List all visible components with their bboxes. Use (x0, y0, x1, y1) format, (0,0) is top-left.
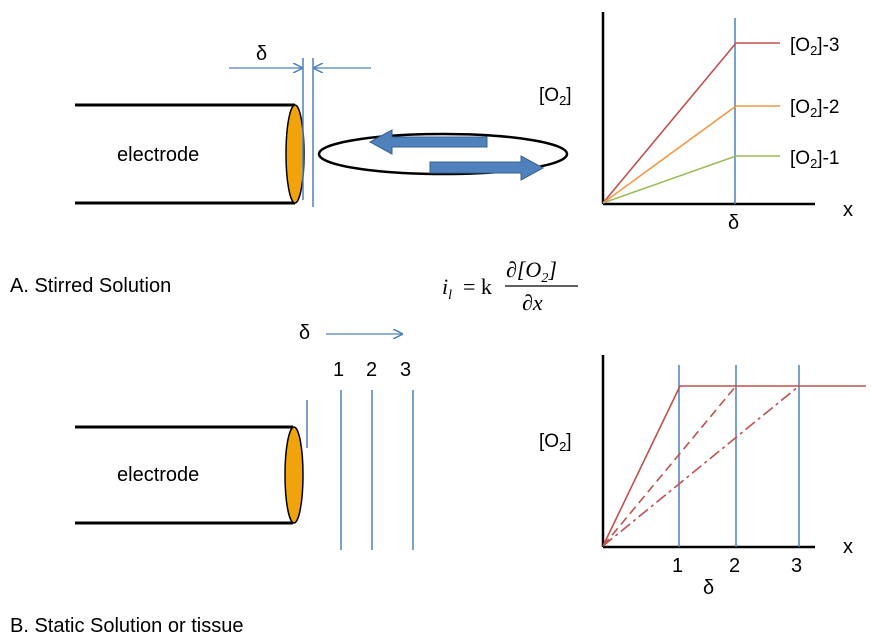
graph-b-tick-1: 1 (672, 555, 683, 577)
graph-b-tick-3: 3 (791, 555, 802, 577)
flow-arrow-right (429, 155, 545, 181)
graph-a: [O2]-3 [O2]-2 [O2]-1 [O2] x δ (539, 12, 853, 234)
panel-b-caption: B. Static Solution or tissue (10, 615, 243, 637)
panel-a: electrode δ [O2]-3 [O2]-2 [O2]-1 [O2] x … (10, 12, 853, 297)
profile-1-solid (602, 385, 866, 547)
equation-denominator: ∂x (522, 290, 543, 315)
graph-a-x-label: x (843, 199, 853, 221)
graph-b-x-label: x (843, 536, 853, 558)
panel-b: electrode δ 1 2 3 [O2] x 1 2 3 δ (10, 322, 866, 637)
profile-3-dashdot (602, 385, 800, 547)
boundary-3-label: 3 (400, 359, 411, 381)
o2-2-label: [O2]-2 (790, 97, 839, 120)
o2-1-profile (602, 155, 780, 204)
flux-equation: il = k ∂[O2] ∂x (442, 257, 578, 315)
delta-label: δ (256, 43, 267, 65)
o2-3-profile (602, 42, 780, 204)
panel-a-caption: A. Stirred Solution (10, 275, 171, 297)
equation-lhs: il (442, 274, 452, 303)
graph-b-delta-label: δ (703, 577, 714, 599)
graph-a-y-label: [O2] (539, 85, 572, 108)
o2-3-label: [O2]-3 (790, 35, 839, 58)
o2-1-label: [O2]-1 (790, 148, 839, 171)
profile-2-dashed (602, 385, 737, 547)
electrode-label: electrode (117, 144, 199, 166)
equation-numerator: ∂[O2] (506, 257, 557, 286)
electrode-b-label: electrode (117, 464, 199, 486)
graph-b-y-label: [O2] (539, 431, 572, 454)
electrode-b-tip (284, 426, 304, 524)
graph-b: [O2] x 1 2 3 δ (539, 355, 866, 599)
boundary-1-label: 1 (333, 359, 344, 381)
panel-b-delta-label: δ (299, 322, 310, 344)
o2-2-profile (602, 105, 780, 204)
flow-arrow-left (368, 129, 488, 155)
graph-a-delta-tick: δ (728, 212, 739, 234)
boundary-2-label: 2 (366, 359, 377, 381)
stirring-loop (317, 132, 569, 176)
electrode-tip (285, 104, 305, 204)
equation-equals-k: = k (463, 274, 492, 299)
graph-b-tick-2: 2 (729, 555, 740, 577)
